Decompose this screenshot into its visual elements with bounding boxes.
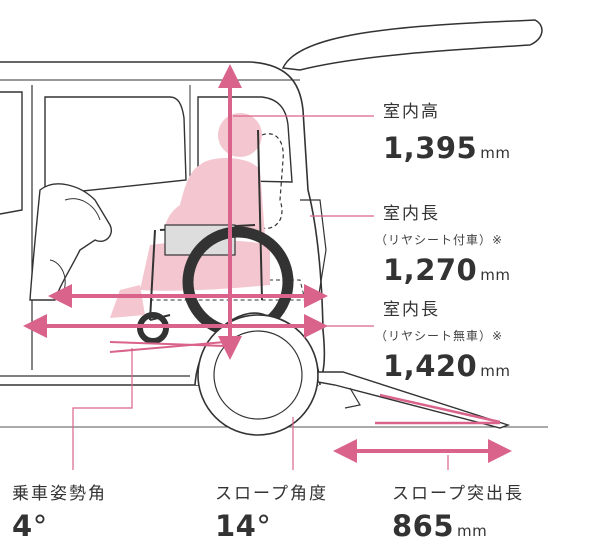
ramp-length-number: 865 bbox=[392, 509, 455, 543]
posture-angle-title: 乗車姿勢角 bbox=[12, 484, 107, 504]
interior-length-without-seat-number: 1,420 bbox=[383, 349, 478, 383]
interior-length-without-seat-unit: mm bbox=[480, 362, 511, 380]
slope-angle-value: 14° bbox=[215, 512, 271, 541]
interior-length-with-seat-number: 1,270 bbox=[383, 253, 478, 287]
tailgate bbox=[281, 19, 543, 71]
ramp-length-unit: mm bbox=[457, 522, 488, 540]
interior-height-title: 室内高 bbox=[383, 102, 440, 122]
rear-window bbox=[44, 96, 187, 196]
ramp-length-title: スロープ突出長 bbox=[392, 484, 524, 504]
posture-angle-unit: ° bbox=[32, 509, 48, 543]
leader-lines bbox=[72, 115, 449, 470]
interior-length-with-seat-unit: mm bbox=[480, 266, 511, 284]
interior-length-without-seat-note: （リヤシート無車）※ bbox=[375, 329, 504, 343]
posture-angle-value: 4° bbox=[12, 512, 48, 541]
interior-length-with-seat-note: （リヤシート付車）※ bbox=[375, 233, 504, 247]
slope-angle-number: 14 bbox=[215, 509, 257, 543]
posture-angle-number: 4 bbox=[12, 509, 33, 543]
slope-angle-title: スロープ角度 bbox=[215, 484, 328, 504]
front-window bbox=[0, 91, 23, 215]
posture-angle-marker bbox=[109, 341, 226, 353]
interior-length-without-seat-title: 室内長 bbox=[383, 300, 440, 320]
interior-height-unit: mm bbox=[480, 144, 511, 162]
rear-seat bbox=[239, 133, 284, 231]
seat bbox=[29, 183, 112, 301]
slope-angle-unit: ° bbox=[256, 509, 272, 543]
interior-length-with-seat-title: 室内長 bbox=[383, 204, 440, 224]
interior-height-number: 1,395 bbox=[383, 131, 478, 165]
slope-angle-marker bbox=[375, 393, 501, 425]
